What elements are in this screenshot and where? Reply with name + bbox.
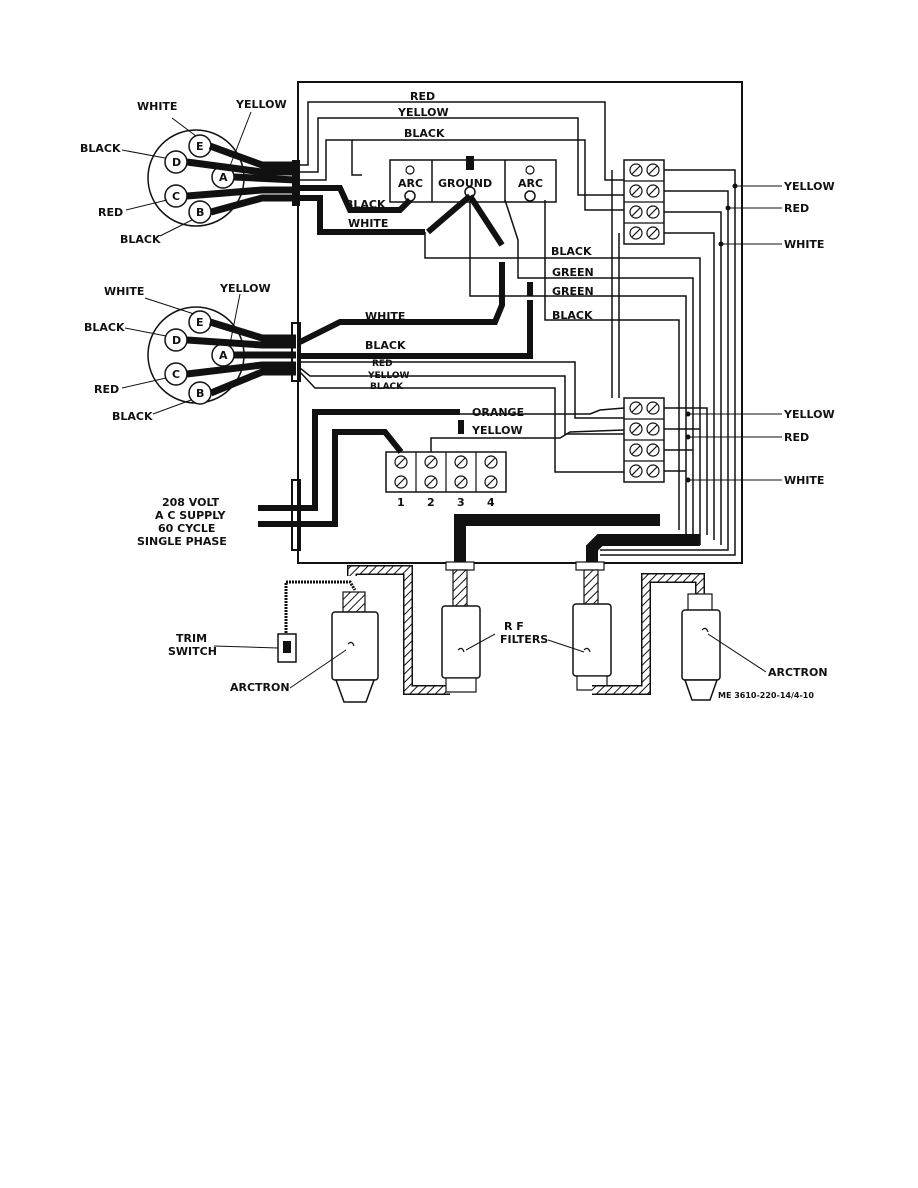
mid-green2-label: GREEN bbox=[552, 285, 594, 298]
terminal-2-label: 2 bbox=[427, 496, 435, 509]
lower-thin-wires bbox=[299, 361, 624, 473]
lead-white-upper-label: WHITE bbox=[348, 217, 388, 230]
yellow-wire-strip bbox=[430, 429, 625, 452]
yellow-wire-strip-label: YELLOW bbox=[471, 424, 523, 437]
conn2-yellow-label: YELLOW bbox=[219, 282, 271, 295]
right-top-white-label: WHITE bbox=[784, 238, 824, 251]
conn2-black-b-label: BLACK bbox=[112, 410, 153, 423]
top-wire-black-label: BLACK bbox=[404, 127, 445, 140]
conn1-yellow-label: YELLOW bbox=[235, 98, 287, 111]
terminal-4-label: 4 bbox=[487, 496, 495, 509]
lead-black-lower-label: BLACK bbox=[365, 339, 406, 352]
rf-callout-left bbox=[465, 633, 496, 651]
output-bundle-right bbox=[586, 534, 700, 568]
rf-filter-left bbox=[441, 569, 481, 693]
conn2-red-label: RED bbox=[94, 383, 119, 396]
pin-d-label: D bbox=[172, 334, 181, 347]
orange-wire-label: ORANGE bbox=[472, 406, 524, 419]
lower-black-label: BLACK bbox=[370, 382, 404, 392]
pin-c-label: C bbox=[172, 190, 180, 203]
lead-white-lower bbox=[298, 262, 505, 345]
output-bundle-left bbox=[454, 514, 660, 568]
ground-label: GROUND bbox=[438, 177, 492, 190]
terminal-1-label: 1 bbox=[397, 496, 405, 509]
right-wire-bundle bbox=[600, 169, 736, 556]
conn1-black-b-label: BLACK bbox=[120, 233, 161, 246]
supply-line-1: 208 VOLT bbox=[162, 496, 220, 509]
lead-black-upper bbox=[300, 185, 413, 213]
rf-line-1: R F bbox=[504, 620, 524, 633]
top-wire-yellow-label: YELLOW bbox=[397, 106, 449, 119]
pin-b-label: B bbox=[196, 387, 204, 400]
pin-e-label: E bbox=[196, 140, 204, 153]
conn2-black-d-label: BLACK bbox=[84, 321, 125, 334]
arc-ground-block: ARC GROUND ARC bbox=[389, 156, 557, 203]
right-bottom-yellow-label: YELLOW bbox=[783, 408, 835, 421]
orange-wire bbox=[460, 407, 625, 415]
cable-entry-upper bbox=[292, 160, 300, 206]
conn1-white-label: WHITE bbox=[137, 100, 177, 113]
right-bottom-red-label: RED bbox=[784, 431, 809, 444]
terminal-strip: 1 2 3 4 bbox=[385, 451, 507, 509]
pin-b-label: B bbox=[196, 206, 204, 219]
pin-a-label: A bbox=[219, 171, 228, 184]
arctron-right-label: ARCTRON bbox=[768, 666, 828, 679]
arctron-left-label: ARCTRON bbox=[230, 681, 290, 694]
pin-c-label: C bbox=[172, 368, 180, 381]
pin-a-label: A bbox=[219, 349, 228, 362]
lead-black-lower bbox=[300, 300, 533, 359]
right-callouts bbox=[688, 185, 782, 481]
lead-white-lower-label: WHITE bbox=[365, 310, 405, 323]
trim-switch: TRIM SWITCH bbox=[168, 580, 357, 663]
lead-white-upper bbox=[300, 195, 425, 235]
ground-straps bbox=[426, 193, 505, 247]
figure-id: ME 3610-220-14/4-10 bbox=[718, 691, 814, 700]
supply-line-4: SINGLE PHASE bbox=[137, 535, 227, 548]
mid-black-label: BLACK bbox=[551, 245, 592, 258]
lower-yellow-label: YELLOW bbox=[367, 371, 409, 381]
connector-lower: E D A C B WHITE YELLOW BLACK RED BLACK bbox=[84, 282, 296, 423]
arc-left-label: ARC bbox=[398, 177, 423, 190]
supply-line-3: 60 CYCLE bbox=[158, 522, 215, 535]
top-wire-run bbox=[300, 101, 624, 211]
arctron-left: ARCTRON bbox=[230, 565, 450, 703]
supply-line-2: A C SUPPLY bbox=[155, 509, 227, 522]
rf-callout-right bbox=[547, 639, 585, 653]
rf-filter-right bbox=[572, 569, 612, 691]
arctron-right: ARCTRON bbox=[592, 573, 828, 701]
terminal-block-lower bbox=[623, 397, 665, 483]
pin-d-label: D bbox=[172, 156, 181, 169]
mid-black2-label: BLACK bbox=[552, 309, 593, 322]
lead-black-upper-label: BLACK bbox=[345, 198, 386, 211]
terminal-block-upper bbox=[623, 159, 665, 245]
mid-green1-label: GREEN bbox=[552, 266, 594, 279]
connector-upper: E D A C B WHITE YELLOW BLACK RED BLACK bbox=[80, 98, 297, 246]
terminal-3-label: 3 bbox=[457, 496, 465, 509]
trim-line-1: TRIM bbox=[176, 632, 207, 645]
supply-lead-2 bbox=[258, 429, 404, 527]
right-top-red-label: RED bbox=[784, 202, 809, 215]
dashed-risers bbox=[499, 262, 533, 296]
conn1-red-label: RED bbox=[98, 206, 123, 219]
cable-entry-supply bbox=[291, 479, 301, 551]
pin-e-label: E bbox=[196, 316, 204, 329]
right-top-yellow-label: YELLOW bbox=[783, 180, 835, 193]
supply-lead-1 bbox=[258, 409, 460, 511]
conn2-white-label: WHITE bbox=[104, 285, 144, 298]
lower-red-label: RED bbox=[372, 359, 393, 369]
arc-right-label: ARC bbox=[518, 177, 543, 190]
rf-line-2: FILTERS bbox=[500, 633, 548, 646]
right-bottom-white-label: WHITE bbox=[784, 474, 824, 487]
trim-line-2: SWITCH bbox=[168, 645, 217, 658]
top-wire-red-label: RED bbox=[410, 90, 435, 103]
conn1-black-d-label: BLACK bbox=[80, 142, 121, 155]
